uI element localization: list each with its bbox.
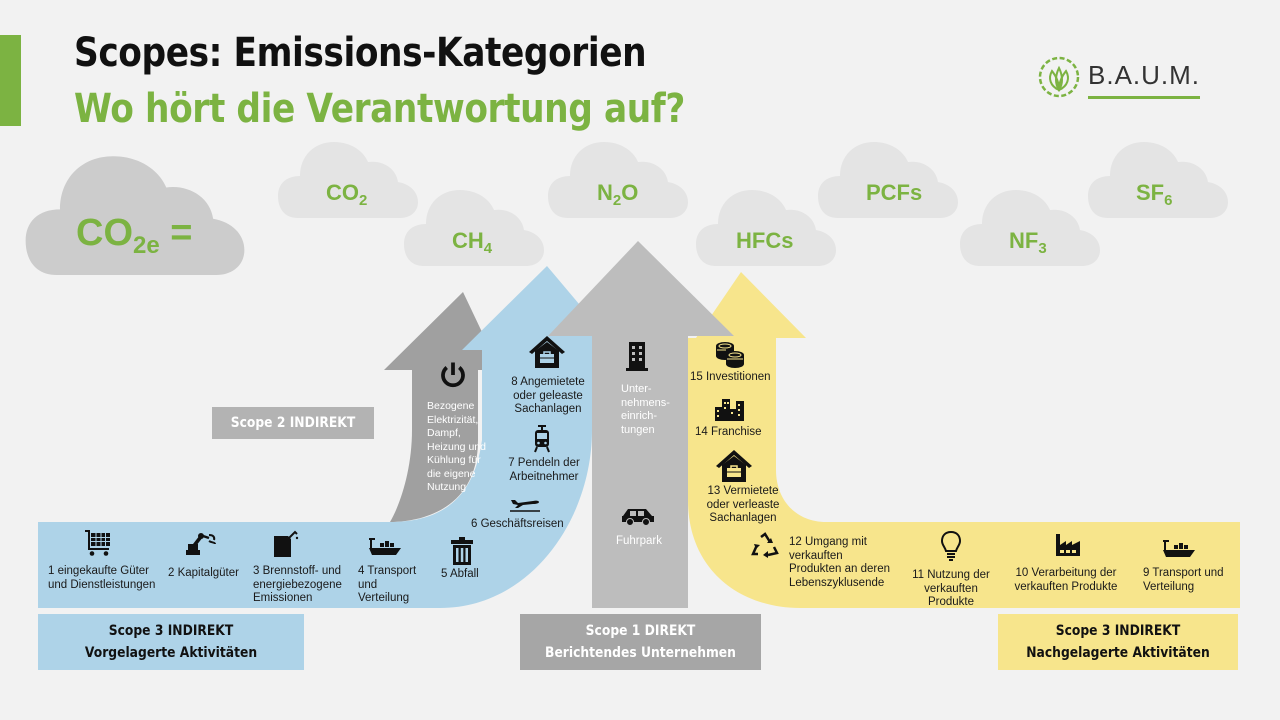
page-subtitle: Wo hört die Verantwortung auf? (74, 86, 685, 132)
car-icon (622, 509, 654, 526)
gas-ch4: CH4 (452, 228, 493, 257)
logo-text: B.A.U.M. (1088, 60, 1201, 90)
house-briefcase-icon (529, 336, 565, 368)
page-title: Scopes: Emissions-Kategorien (74, 30, 647, 76)
power-icon (441, 362, 465, 388)
coins-icon (716, 342, 744, 368)
scope3-upstream-arrow (38, 266, 606, 608)
item-6-label: 6 Geschäftsreisen (471, 518, 564, 530)
cargo-ship-icon (369, 538, 401, 555)
item-15-label: 15 Investitionen (690, 371, 771, 383)
recycle-icon (751, 532, 779, 558)
item-5-label: 5 Abfall (441, 568, 479, 580)
gas-sf6: SF6 (1136, 180, 1173, 209)
scope2-label: Scope 2 INDIREKT (212, 407, 374, 439)
item-2-label: 2 Kapitalgüter (168, 567, 239, 579)
fuel-can-icon (274, 530, 299, 557)
gas-n2o: N2O (597, 180, 639, 209)
scope1-arrow (548, 241, 734, 608)
city-buildings-icon (715, 399, 744, 421)
house-briefcase-icon (716, 450, 752, 482)
gas-nf3: NF3 (1009, 228, 1047, 257)
gas-hfcs: HFCs (736, 228, 794, 253)
logo-underline (1088, 96, 1200, 99)
office-building-icon (626, 342, 648, 371)
scope1-fleet-label: Fuhrpark (615, 535, 663, 547)
item-14-label: 14 Franchise (695, 426, 762, 438)
cargo-ship-icon (1163, 540, 1195, 557)
factory-icon (1056, 534, 1080, 556)
lightbulb-icon (940, 530, 962, 561)
robot-arm-icon (186, 533, 216, 555)
co2e-label: CO2e = (76, 212, 193, 259)
shopping-cart-icon (85, 530, 110, 556)
trash-icon (451, 537, 473, 565)
scope1-facilities-label: Unter-nehmens-einrich-tungen (621, 383, 670, 436)
train-icon (534, 425, 550, 453)
scope3-downstream-arrow (688, 272, 1240, 608)
baum-logo: B.A.U.M. (1036, 52, 1206, 104)
airplane-icon (510, 500, 540, 512)
gas-pcfs: PCFs (866, 180, 923, 205)
gas-co2: CO2 (326, 180, 368, 209)
leaf-gear-icon (1038, 56, 1080, 98)
accent-bar (0, 35, 21, 126)
